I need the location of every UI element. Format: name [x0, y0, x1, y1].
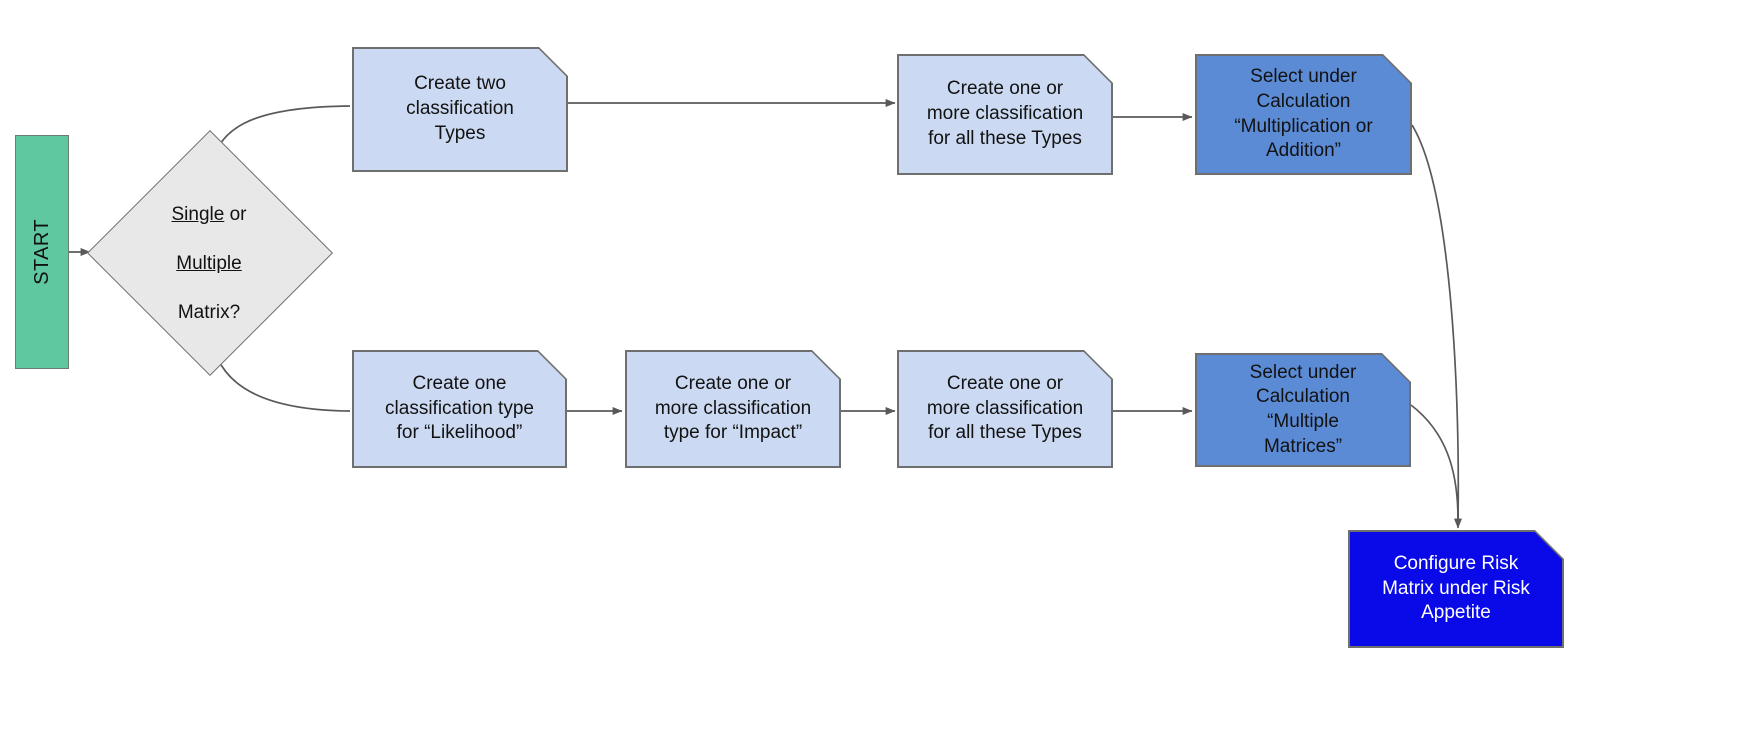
node-select-calculation-multiple-matrices[interactable]: Select under Calculation “Multiple Matri… [1195, 353, 1411, 467]
node-create-two-classification-types[interactable]: Create two classification Types [352, 47, 568, 172]
node-fill [354, 49, 567, 171]
node-fill [1350, 532, 1563, 647]
node-fill [627, 352, 840, 467]
node-create-classification-type-likelihood[interactable]: Create one classification type for “Like… [352, 350, 567, 468]
decision-question: Matrix? [177, 302, 241, 324]
node-label: Create one or more classification for al… [926, 78, 1084, 149]
node-label: Select under Calculation “Multiple Matri… [1249, 361, 1357, 457]
node-fill [899, 56, 1112, 174]
node-fill [899, 352, 1112, 467]
node-start[interactable]: START [15, 135, 69, 369]
decision-option-multiple: Multiple [176, 253, 242, 274]
node-fill [354, 352, 566, 467]
node-create-classification-for-types-bottom[interactable]: Create one or more classification for al… [897, 350, 1113, 468]
decision-conjunction: or [224, 203, 247, 225]
decision-option-single: Single [171, 203, 225, 225]
node-label: Create one or more classification type f… [654, 372, 812, 444]
node-start-label: START [31, 219, 53, 285]
node-label: Create one or more classification for al… [926, 372, 1084, 444]
node-decision-single-or-multiple[interactable]: Single or Multiple Matrix? [86, 129, 334, 377]
edge-bottom4-to-final [1410, 404, 1459, 521]
node-label: Select under Calculation “Multiplication… [1234, 66, 1373, 162]
node-configure-risk-matrix-under-risk-appetite[interactable]: Configure Risk Matrix under Risk Appetit… [1348, 530, 1564, 648]
node-create-classification-for-types-top[interactable]: Create one or more classification for al… [897, 54, 1113, 175]
node-decision-label: Single or Multiple Matrix? [165, 178, 252, 326]
node-fill [1197, 355, 1410, 466]
node-create-classification-type-impact[interactable]: Create one or more classification type f… [625, 350, 841, 468]
node-label: Create one classification type for “Like… [385, 372, 534, 444]
node-select-calculation-multiplication-or-addition[interactable]: Select under Calculation “Multiplication… [1195, 54, 1412, 175]
node-label: Create two classification Types [406, 73, 514, 144]
edge-top3-to-final [1411, 124, 1460, 521]
node-fill [1197, 56, 1411, 174]
node-label: Configure Risk Matrix under Risk Appetit… [1382, 552, 1530, 624]
